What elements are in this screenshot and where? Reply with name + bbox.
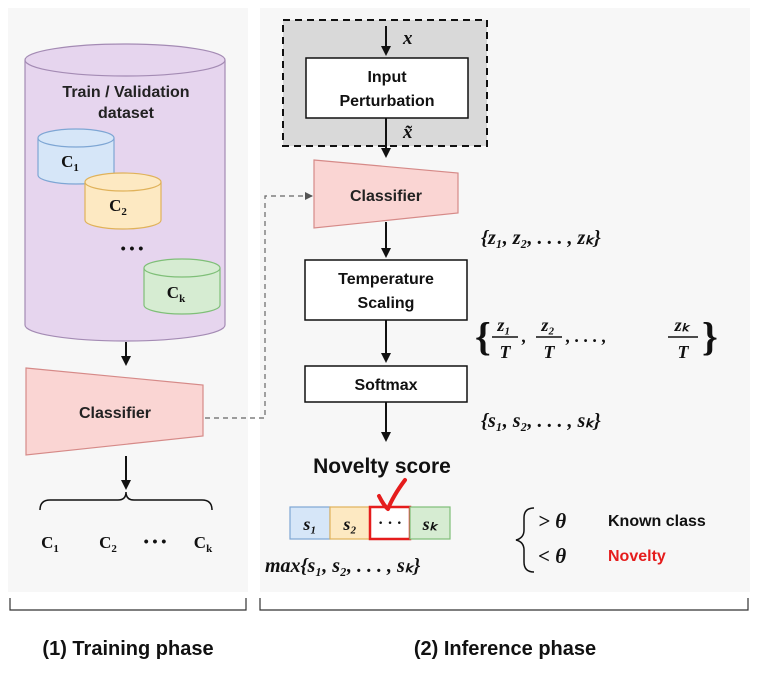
class-1-label: C1 [61,152,79,174]
svg-text:{: { [475,314,491,359]
class-2-cylinder [84,172,162,230]
training-output-brace [39,491,213,511]
less-than-theta: < θ [538,544,566,568]
svg-text:,: , [521,326,527,346]
inference-classifier-label: Classifier [350,188,422,205]
output-c1: C1 [41,533,59,555]
input-perturbation-label-line1: Input [367,69,407,86]
known-class-label: Known class [608,513,706,530]
logits-set: {z₁, z₂, . . . , zₖ} [481,227,601,249]
temperature-scaling-block [304,259,468,321]
training-classifier-block [25,367,204,456]
softmax-label: Softmax [354,377,417,394]
svg-text:z₁: z₁ [496,315,510,335]
training-phase-bracket [9,598,247,611]
svg-text:T: T [678,342,690,362]
perturbed-x-label: x̃ [402,122,413,143]
novelty-label: Novelty [608,548,666,565]
greater-than-theta: > θ [538,509,566,533]
class-1-cylinder [37,128,115,185]
output-c2: C2 [99,533,117,555]
dataset-label-line2: dataset [98,105,155,122]
score-cell-k-label: sₖ [422,514,439,534]
score-cell-1-label: s₁ [302,514,316,534]
score-cell-1 [289,506,331,540]
dataset-label-line1: Train / Validation [62,84,189,101]
score-cell-dots-label: · · · [378,515,402,532]
svg-text:z₂: z₂ [540,315,554,335]
output-ck: Ck [194,533,213,555]
softmax-output-set: {s₁, s₂, . . . , sₖ} [481,410,601,432]
max-checkmark-icon [377,478,407,511]
input-perturbation-label-line2: Perturbation [339,93,434,110]
svg-text:, . . . ,: , . . . , [565,326,607,346]
max-expression: max{s₁, s₂, . . . , sₖ} [265,555,420,577]
svg-text:zₖ: zₖ [674,315,691,335]
inference-phase-label: (2) Inference phase [414,638,596,660]
output-ellipsis: • • • [144,533,167,549]
score-cell-2 [329,506,371,540]
inference-phase-bracket [259,598,749,611]
class-ellipsis: • • • [121,240,144,256]
training-classifier-label: Classifier [79,405,151,422]
class-2-label: C2 [109,196,127,218]
inference-classifier-block [313,159,459,229]
novelty-score-label: Novelty score [313,455,451,478]
weights-transfer-connector [205,192,313,419]
svg-text:T: T [544,342,556,362]
input-x-label: x [402,28,413,49]
scaled-logits-set: { z₁ T , z₂ T , . . . , zₖ T } [475,314,718,362]
temperature-label-line2: Scaling [358,295,415,312]
decision-brace [515,507,535,573]
svg-text:T: T [500,342,512,362]
training-phase-label: (1) Training phase [42,638,213,660]
class-k-label: Ck [167,283,186,305]
softmax-block [304,365,468,403]
svg-text:}: } [702,314,718,359]
score-cell-k [409,506,451,540]
temperature-label-line1: Temperature [338,271,434,288]
class-k-cylinder [143,258,221,315]
score-cell-2-label: s₂ [342,514,356,534]
